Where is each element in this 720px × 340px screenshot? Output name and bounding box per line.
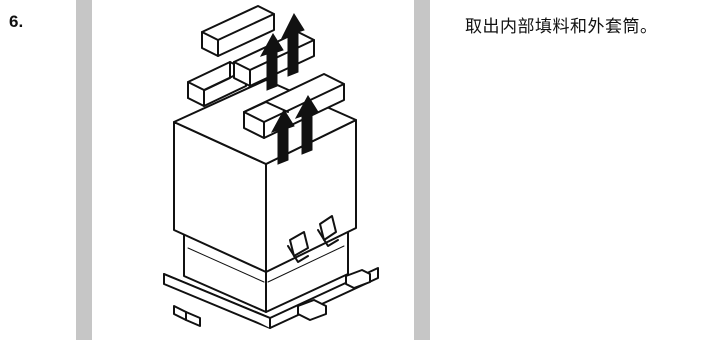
step-instruction: 取出内部填料和外套筒。 xyxy=(465,17,658,37)
arrow-up-icon xyxy=(281,12,305,77)
pallet-foot xyxy=(297,299,327,321)
figure-frame xyxy=(76,0,430,340)
pallet-foot xyxy=(185,311,201,327)
arrow-up-icon xyxy=(259,33,284,91)
figure-panel xyxy=(92,0,414,340)
clip xyxy=(319,215,337,241)
packing-piece xyxy=(243,73,345,139)
arrow-up-icon xyxy=(270,109,295,165)
step-number: 6. xyxy=(9,12,24,31)
pallet-foot xyxy=(345,269,371,289)
clip xyxy=(289,231,309,257)
unpacking-illustration-icon xyxy=(163,5,379,329)
arrow-up-icon xyxy=(294,95,319,155)
